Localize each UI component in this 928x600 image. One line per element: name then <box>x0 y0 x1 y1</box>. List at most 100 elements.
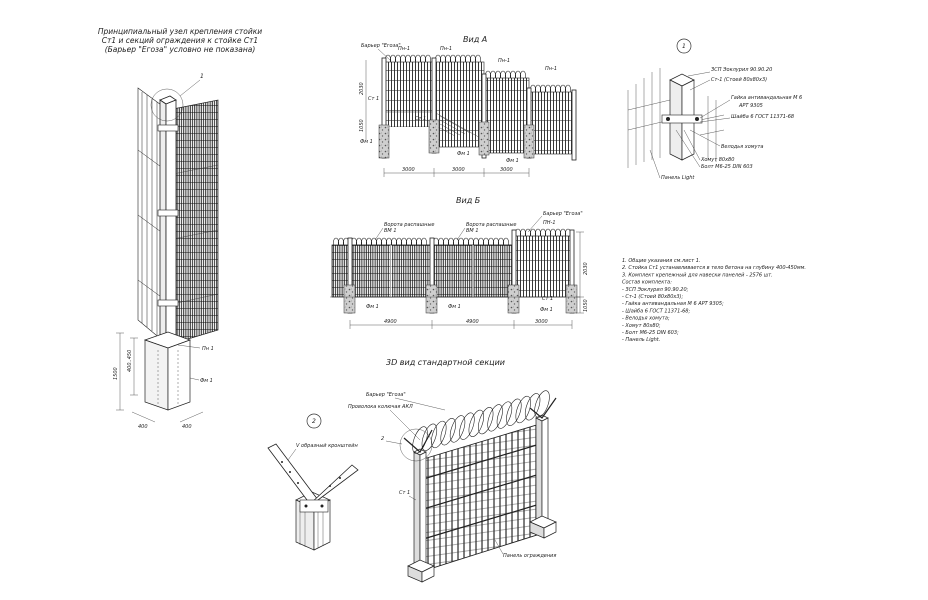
view-a-panel-1 <box>383 61 435 128</box>
node-label-pn1: Пн 1 <box>202 346 214 352</box>
view-b-title: Вид Б <box>456 196 481 205</box>
note-line: - Хомут 80х80; <box>622 323 661 329</box>
view-b-panel-right <box>513 235 573 298</box>
view-b-dim-3000: 3000 <box>535 319 548 325</box>
detail-1-item-6: Хомут 80х80 <box>700 157 734 163</box>
title-line-1: Принципиальный узел крепления стойки <box>98 27 262 36</box>
view-a-label-pn1b: Пн-1 <box>440 46 452 52</box>
view-a-label-fm1b: Фм 1 <box>457 151 470 157</box>
view-a-label-st1b: Ст 1 <box>415 116 426 122</box>
razor-coil-loop <box>421 423 438 451</box>
detail-1-item-3: АРТ 9305 <box>738 103 763 109</box>
note-line: Состав комплекта: <box>622 280 672 286</box>
view-a-panel-2 <box>433 61 485 148</box>
node-post <box>157 95 179 346</box>
razor-coil-loop <box>412 426 428 454</box>
view-3d: 3D вид стандартной секции Барьер "Егоза"… <box>348 358 557 583</box>
detail-1-item-2: Гайка антивандальная М 6 <box>731 95 802 101</box>
view-a: Вид А Барьер "Егоза" Пн-1 <box>359 35 577 177</box>
note-line: - Шайба 6 ГОСТ 11371-68; <box>622 308 690 314</box>
view-b: Вид Б Ворота распашные ВМ 1 Ворота распа… <box>330 196 589 329</box>
razor-coil-loop <box>524 393 541 421</box>
node-foundation <box>143 331 192 411</box>
razor-coil-loop <box>515 395 531 424</box>
view-b-dim-4900b: 4900 <box>466 319 479 325</box>
view-a-dim-1050: 1050 <box>359 119 365 132</box>
razor-coil-loop <box>534 390 550 418</box>
view-a-dim-3000c: 3000 <box>500 167 513 173</box>
detail-1-item-1: Ст-1 (Стоей 80х80х3) <box>711 77 767 83</box>
view-b-label-fm1a: Фм 1 <box>366 304 379 310</box>
header-title: Принципиальный узел крепления стойки Ст1… <box>98 27 262 54</box>
view-a-panel-4 <box>528 91 575 155</box>
view-a-label-fm1c: Фм 1 <box>506 158 519 164</box>
razor-coil-loop <box>487 404 503 432</box>
detail-1-item-8: Панель Light <box>661 175 695 181</box>
view-b-dim-4900a: 4900 <box>384 319 397 325</box>
view-3d-title: 3D вид стандартной секции <box>386 358 505 367</box>
note-line: 2. Стойка Ст1 устанавливается в тело бет… <box>622 265 806 271</box>
note-line: - ЗСП Эоклурил 90.90.20; <box>622 287 689 293</box>
node-callout-1: 1 <box>200 73 204 80</box>
view-a-dim-3000b: 3000 <box>452 167 465 173</box>
note-line: - Болт М6-25 DIN 603; <box>622 330 679 336</box>
detail-2-callout: 2 <box>312 418 316 425</box>
view-b-posts <box>343 229 578 314</box>
detail-2-callout-circle <box>306 413 322 429</box>
node-view: 1 Пн 1 Фм 1 1500 400..450 400 400 <box>113 73 219 430</box>
detail-1-callout-circle <box>676 38 692 54</box>
node-dim-400-450: 400..450 <box>127 350 133 372</box>
detail-2-label-bracket: V образный кронштейн <box>296 443 358 449</box>
view-b-label-st1: Ст 1 <box>542 296 553 302</box>
note-line: - Гайка антивандальная М 6 АРТ 9305; <box>622 301 724 307</box>
title-line-2: Ст1 и секций ограждения к стойке Ст1 <box>102 36 258 45</box>
view-a-dim-3000a: 3000 <box>402 167 415 173</box>
razor-coil-loop <box>506 398 522 426</box>
view-a-label-pn1c: Пн-1 <box>498 58 510 64</box>
notes-block: 1. Общие указания см.лист 1.2. Стойка Ст… <box>622 258 806 343</box>
view-a-posts <box>378 57 577 161</box>
view-a-dim-2030: 2030 <box>359 82 365 95</box>
node-label-fm1: Фм 1 <box>200 378 213 384</box>
detail-2: 2 V образный кронштейн <box>267 413 359 551</box>
detail-1-item-7: Болт М6-25 DIN 603 <box>701 164 753 170</box>
razor-coil-loop <box>449 415 466 443</box>
view-3d-label-panel: Панель ограждения <box>503 553 556 559</box>
view-b-dim-1050: 1050 <box>583 299 589 312</box>
node-dims: 1500 400..450 400 400 <box>113 332 204 430</box>
view-a-label-pn1: Пн-1 <box>398 46 410 52</box>
view-3d-label-wire: Проволока колючая АКЛ <box>348 404 413 410</box>
note-line: 1. Общие указания см.лист 1. <box>622 258 700 264</box>
razor-coil-loop <box>459 412 475 440</box>
view-a-label-pn1d: Пн-1 <box>545 66 557 72</box>
view-a-label-fm1: Фм 1 <box>360 139 373 145</box>
detail-1-callout: 1 <box>682 43 686 50</box>
detail-1-item-4: Шайба 6 ГОСТ 11371-68 <box>731 114 794 120</box>
view-b-dim-2030: 2030 <box>583 262 589 275</box>
detail-1-item-0: ЗСП Эоклурил 90.90.20 <box>711 67 772 73</box>
razor-coil-loop <box>477 407 494 435</box>
view-a-label-st1: Ст 1 <box>368 96 379 102</box>
razor-coil-loop <box>496 401 513 429</box>
node-dim-400b: 400 <box>182 424 192 430</box>
view-3d-coils <box>412 390 550 454</box>
view-b-label-gate1: Ворота распашные <box>384 222 434 228</box>
view-b-label-barrier: Барьер "Егоза" <box>543 211 583 217</box>
detail-1: 1 ЗСП Эоклурил 90.90.20 Ст-1 (Стое <box>627 38 802 181</box>
view-3d-detail-circle <box>399 428 433 462</box>
view-3d-callout-2: 2 <box>381 436 384 442</box>
view-b-label-gate2: Ворота распашные <box>466 222 516 228</box>
view-3d-label-barrier: Барьер "Егоза" <box>366 392 406 398</box>
razor-coil-loop <box>431 420 447 449</box>
node-detail-circle <box>150 88 184 122</box>
razor-coil-loop <box>468 409 485 437</box>
node-dim-400a: 400 <box>138 424 148 430</box>
detail-1-item-5: Велодья хомута <box>721 144 764 150</box>
razor-coil-loop <box>440 418 456 446</box>
view-a-label-barrier: Барьер "Егоза" <box>361 43 401 49</box>
note-line: - Ст-1 (Стоей 80х80х3); <box>622 294 683 300</box>
view-3d-label-st1: Ст 1 <box>399 490 410 496</box>
title-line-3: (Барьер "Егоза" условно не показана) <box>105 45 256 54</box>
note-line: - Панель Light. <box>622 337 660 343</box>
